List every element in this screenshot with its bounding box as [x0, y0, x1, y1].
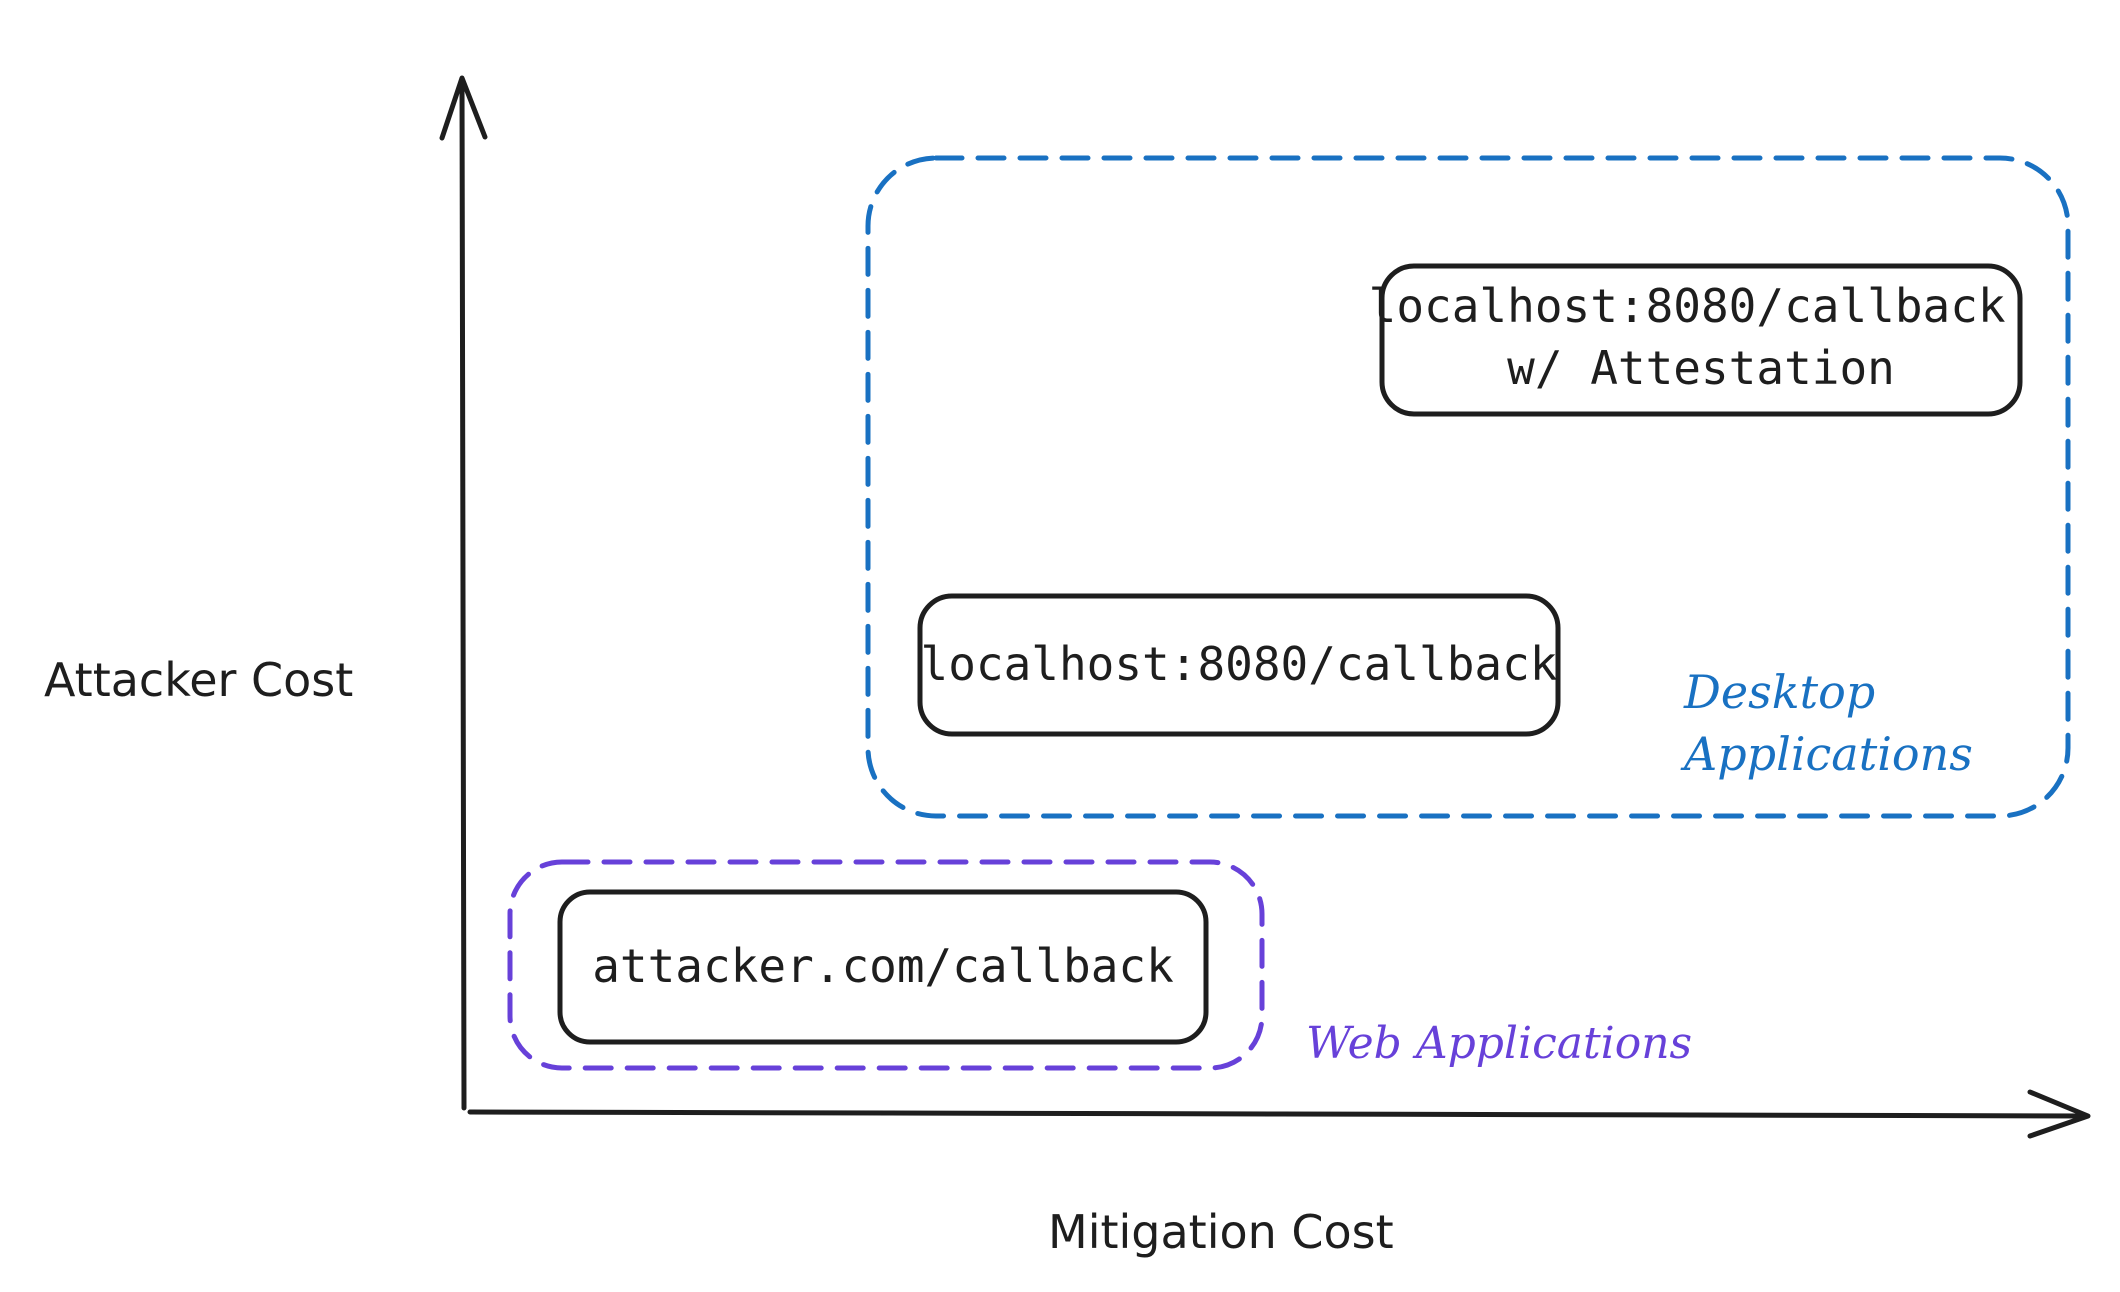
node-localhost-box: [917, 593, 1561, 737]
node-attestation-line2: w/ Attestation: [1507, 341, 1895, 395]
y-axis-label: Attacker Cost: [44, 653, 353, 707]
y-axis-line: [459, 77, 467, 1111]
x-axis-arrowhead: [2027, 1089, 2091, 1139]
node-localhost-attestation-box: [1379, 263, 2023, 417]
desktop-applications-group: Desktop Applications: [865, 155, 2071, 819]
x-axis: [467, 1089, 2091, 1139]
desktop-group-label-line1: Desktop: [1683, 665, 1875, 719]
y-axis-arrowhead: [439, 75, 488, 141]
desktop-group-label-line2: Applications: [1680, 727, 1973, 781]
web-group-border: [507, 859, 1265, 1071]
node-attacker-label: attacker.com/callback: [592, 939, 1174, 993]
x-axis-line: [467, 1109, 2089, 1119]
y-axis: [439, 75, 488, 1111]
node-attestation-line1: localhost:8080/callback: [1369, 279, 2006, 333]
node-attacker-box: [557, 889, 1209, 1045]
node-localhost-label: localhost:8080/callback: [921, 637, 1558, 691]
node-localhost: localhost:8080/callback: [917, 593, 1561, 737]
desktop-group-border: [865, 155, 2071, 819]
node-localhost-attestation: localhost:8080/callback w/ Attestation: [1369, 263, 2034, 417]
node-localhost-attestation-label: localhost:8080/callback w/ Attestation: [1369, 279, 2034, 395]
node-attacker: attacker.com/callback: [557, 889, 1209, 1045]
web-applications-group: Web Applications: [507, 859, 1692, 1071]
desktop-group-label: Desktop Applications: [1680, 665, 1973, 781]
web-group-label: Web Applications: [1306, 1018, 1692, 1069]
x-axis-label: Mitigation Cost: [1048, 1205, 1394, 1259]
